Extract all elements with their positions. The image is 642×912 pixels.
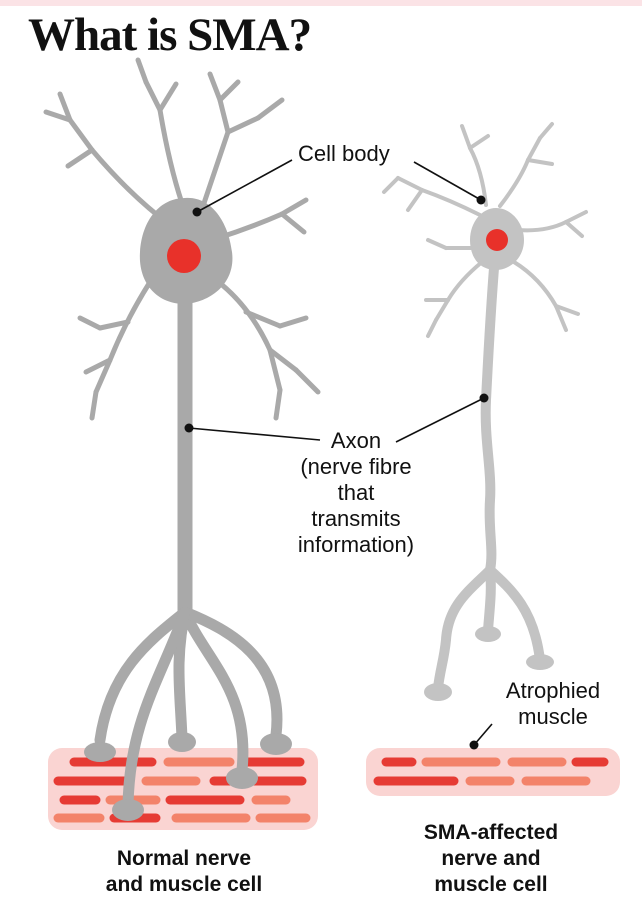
axon-label-desc-1: (nerve fibre [300, 454, 412, 479]
sma-nucleus [486, 229, 508, 251]
sma-muscle [366, 748, 620, 796]
normal-caption-line-2: and muscle cell [105, 873, 263, 896]
atrophied-label-line-1: Atrophied [505, 678, 601, 703]
normal-caption: Normal nerve and muscle cell [64, 846, 304, 898]
normal-caption-line-1: Normal nerve [116, 847, 252, 870]
atrophied-label-line-2: muscle [518, 704, 588, 729]
sma-caption: SMA-affected nerve and muscle cell [386, 820, 596, 898]
sma-caption-line-3: muscle cell [434, 873, 548, 896]
normal-muscle [48, 748, 318, 830]
sma-dendrites [382, 122, 588, 338]
normal-neuron [43, 57, 321, 811]
top-rule [0, 0, 642, 6]
axon-label-title: Axon [330, 428, 382, 453]
sma-caption-line-1: SMA-affected [423, 821, 559, 844]
normal-nucleus [167, 239, 201, 273]
sma-axon [480, 263, 499, 575]
atrophied-muscle-label: Atrophied muscle [488, 678, 618, 730]
sma-neuron [382, 122, 588, 693]
sma-axon-terminals [433, 565, 545, 693]
page-title: What is SMA? [28, 9, 312, 61]
cell-body-label: Cell body [298, 141, 390, 166]
axon-label-desc-2: that [337, 480, 375, 505]
callout-lines [188, 159, 493, 746]
sma-terminal-boutons [424, 626, 554, 701]
sma-caption-line-2: nerve and [441, 847, 541, 870]
callout-dots [184, 195, 489, 750]
axon-label-desc-4: information) [297, 532, 415, 557]
normal-dendrites [43, 57, 321, 421]
normal-axon-terminals [94, 606, 283, 811]
normal-terminal-boutons [84, 732, 292, 821]
axon-label-desc-3: transmits [311, 506, 401, 531]
axon-label: Axon (nerve fibre that transmits informa… [270, 428, 442, 558]
